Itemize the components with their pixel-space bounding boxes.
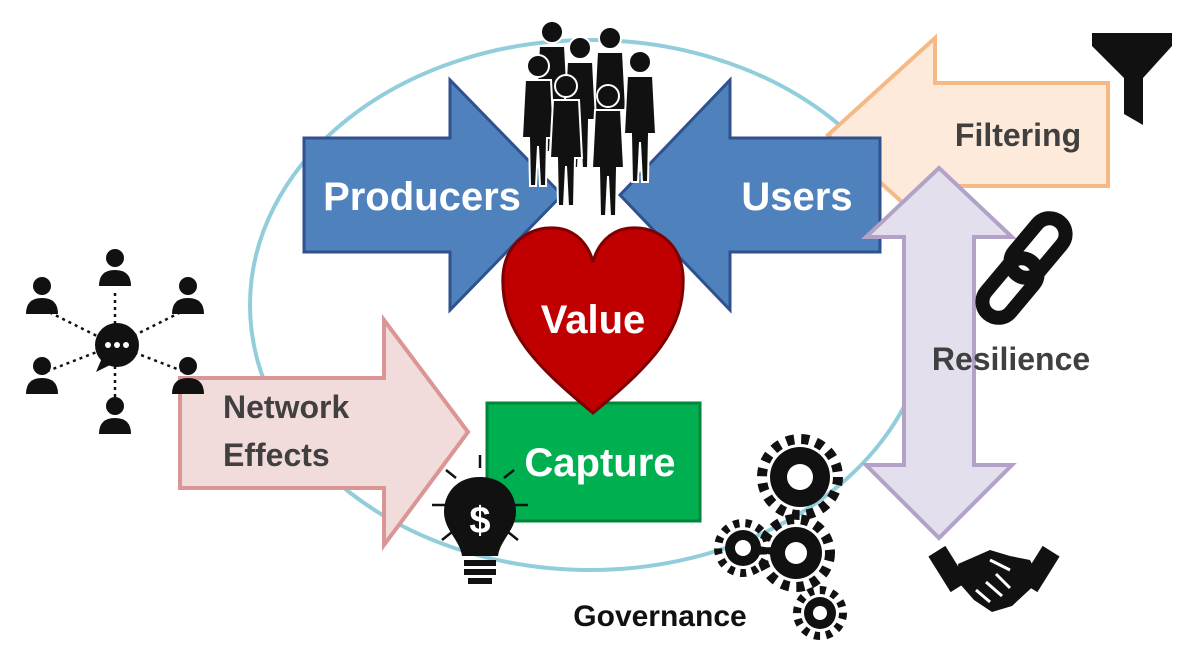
social-network-icon <box>26 249 204 434</box>
users-label: Users <box>741 175 852 219</box>
governance-label: Governance <box>573 600 746 633</box>
filtering-label: Filtering <box>955 117 1081 153</box>
network-effects-label-line1: Network <box>223 389 349 425</box>
capture-box <box>485 401 702 523</box>
network-effects-label-line2: Effects <box>223 437 330 473</box>
funnel-icon <box>1092 33 1172 125</box>
value-label: Value <box>541 298 646 342</box>
resilience-arrow <box>860 165 1018 541</box>
capture-label: Capture <box>524 441 675 485</box>
svg-text:$: $ <box>469 500 490 542</box>
handshake-icon <box>928 545 1060 612</box>
network-effects-arrow <box>178 314 471 552</box>
gears-icon <box>714 434 847 640</box>
chain-link-icon <box>975 211 1073 325</box>
producers-arrow <box>302 76 565 314</box>
resilience-label: Resilience <box>932 341 1090 377</box>
value-heart <box>501 226 685 415</box>
producers-label: Producers <box>323 175 521 219</box>
dollar-lightbulb-icon: $ <box>432 455 528 584</box>
